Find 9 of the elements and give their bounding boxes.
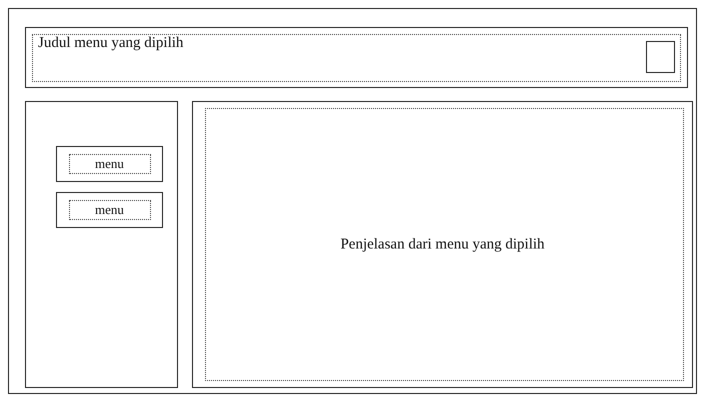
- content-panel: [192, 101, 693, 388]
- window-control: [646, 41, 675, 73]
- header-bar: [25, 27, 688, 88]
- description-text: Penjelasan dari menu yang dipilih: [340, 236, 545, 253]
- menu-button: menu: [56, 146, 163, 182]
- title-text: Judul menu yang dipilih: [38, 35, 184, 52]
- menu-button: menu: [56, 192, 163, 228]
- window-frame: [8, 8, 697, 394]
- sidebar-panel: [25, 101, 178, 388]
